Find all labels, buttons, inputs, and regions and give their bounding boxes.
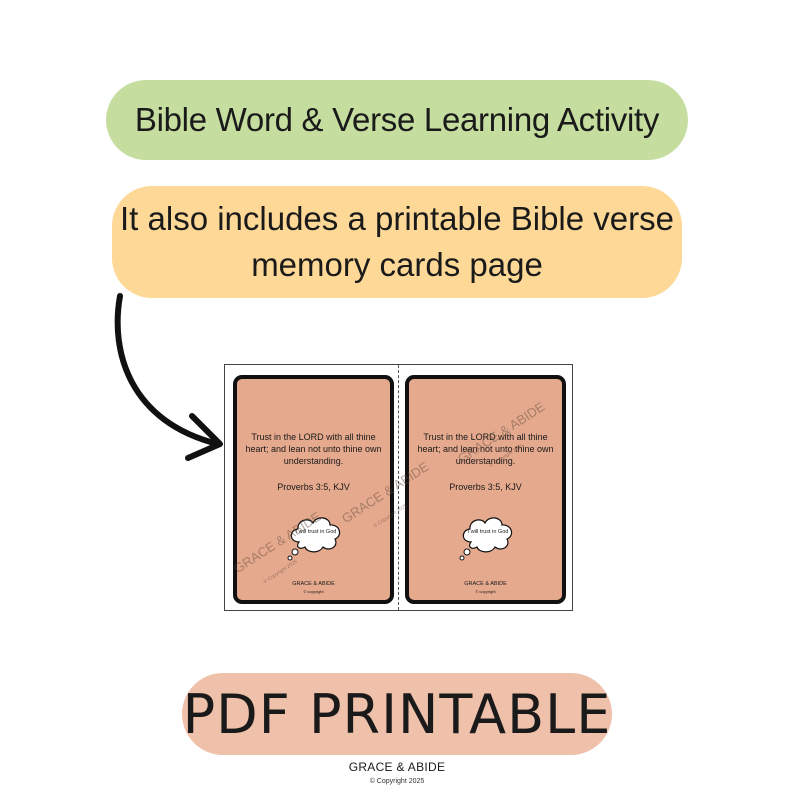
printable-sheet-preview: Trust in the LORD with all thine heart; …: [224, 364, 573, 611]
hand-drawn-arrow-icon: [114, 293, 223, 461]
card-reference: Proverbs 3:5, KJV: [277, 482, 350, 492]
thought-cloud-icon: [459, 517, 513, 561]
info-text: It also includes a printable Bible verse…: [120, 200, 674, 283]
card-brand: GRACE & ABIDE: [292, 581, 335, 587]
footer-copyright: © Copyright 2025: [369, 778, 425, 785]
title-text: Bible Word & Verse Learning Activity: [134, 101, 660, 138]
pdf-printable-text: PDF PRINTABLE: [182, 682, 612, 746]
memory-card: Trust in the LORD with all thine heart; …: [405, 375, 566, 604]
pdf-printable-banner: PDF PRINTABLE: [182, 673, 612, 755]
cloud-text: I will trust in God: [295, 529, 337, 535]
cloud-text: I will trust in God: [467, 529, 509, 535]
card-verse: Trust in the LORD with all thine heart; …: [417, 432, 554, 466]
footer-brand: GRACE & ABIDE: [348, 760, 446, 774]
cut-line: [398, 365, 399, 610]
title-banner: Bible Word & Verse Learning Activity: [106, 80, 688, 160]
card-copyright: © copyright: [303, 589, 324, 594]
memory-card: Trust in the LORD with all thine heart; …: [233, 375, 394, 604]
info-banner: It also includes a printable Bible verse…: [112, 186, 682, 298]
card-brand: GRACE & ABIDE: [464, 581, 507, 587]
card-copyright: © copyright: [475, 589, 496, 594]
card-reference: Proverbs 3:5, KJV: [449, 482, 522, 492]
thought-cloud-icon: [287, 517, 341, 561]
card-verse: Trust in the LORD with all thine heart; …: [245, 432, 382, 466]
